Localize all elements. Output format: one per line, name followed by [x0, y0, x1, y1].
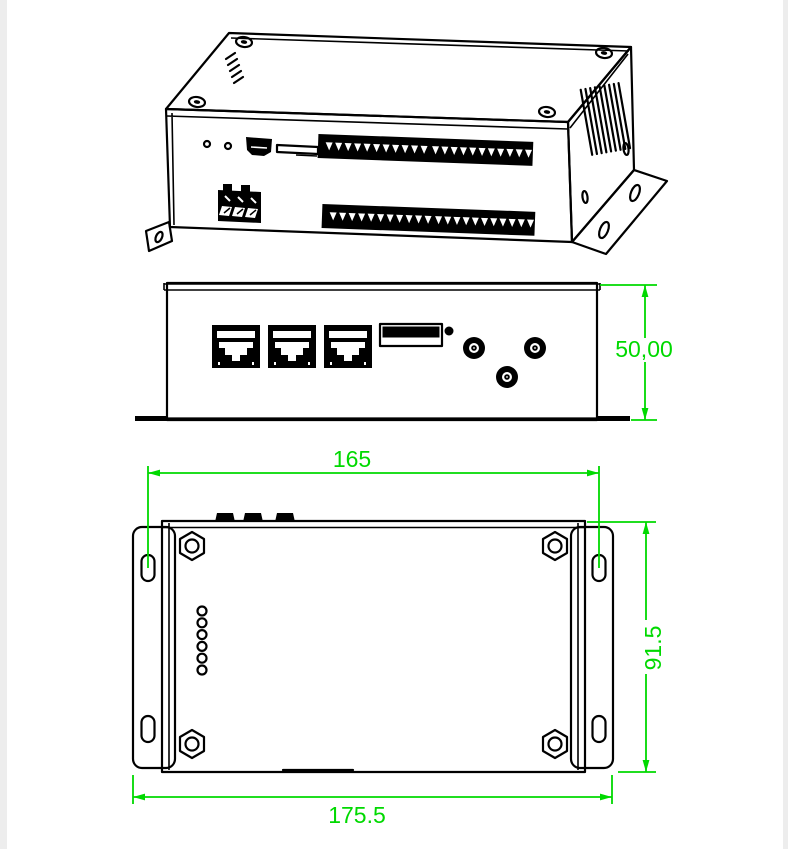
terminal-block-bottom — [321, 204, 536, 236]
lid-edge — [163, 283, 601, 291]
front-view: 50,00 — [135, 281, 673, 422]
mini-usb-port — [246, 137, 272, 156]
dimension-overall-width-label: 175.5 — [328, 802, 386, 828]
hex-screw — [541, 728, 569, 760]
rj45-port-2 — [268, 325, 316, 368]
top-vent-holes — [224, 51, 245, 85]
power-connector — [218, 184, 261, 223]
front-led-hole — [202, 139, 212, 149]
sd-eject-button — [444, 326, 454, 336]
bend-lines — [162, 523, 585, 770]
mounting-flange-right-top — [569, 525, 615, 770]
mounting-flange-right — [570, 168, 669, 256]
enclosure-top-face — [164, 31, 633, 124]
front-panel — [165, 281, 599, 422]
mounting-slot — [140, 714, 156, 744]
round-jack-2 — [524, 337, 546, 359]
corner-screw — [187, 95, 207, 109]
corner-screw — [594, 46, 614, 60]
isometric-view — [144, 31, 669, 256]
round-jack-1 — [463, 337, 485, 359]
sd-card-slot — [275, 143, 320, 157]
round-jack-3 — [496, 366, 518, 388]
connector-tabs — [215, 513, 295, 522]
front-led-hole — [223, 141, 233, 151]
mounting-flange-left — [144, 220, 174, 253]
enclosure-body-top — [160, 519, 587, 774]
foot-right — [596, 416, 630, 421]
rj45-port-3 — [324, 325, 372, 368]
dimension-hole-spacing-label: 165 — [333, 446, 371, 472]
rj45-port-1 — [212, 325, 260, 368]
dimension-front-height-label: 50,00 — [615, 336, 673, 362]
flange-slot-hole — [598, 220, 610, 240]
corner-screw — [537, 105, 557, 119]
page-edge-left — [0, 0, 7, 849]
hex-screw — [541, 530, 569, 562]
sd-card-slot-front — [378, 322, 444, 348]
side-oval-hole — [581, 189, 589, 205]
dimension-overall-width: 175.5 — [132, 775, 613, 828]
dimension-depth-label: 91.5 — [640, 626, 666, 671]
top-view: 165 175.5 91.5 — [131, 446, 666, 828]
foot-left — [135, 416, 168, 421]
flange-slot-hole — [154, 230, 164, 244]
page-edge-right — [783, 0, 788, 849]
dimension-front-height: 50,00 — [600, 284, 673, 421]
hex-screw — [178, 530, 206, 562]
dimension-hole-spacing: 165 — [147, 446, 600, 568]
hex-screw — [178, 728, 206, 760]
terminal-block-top — [317, 134, 534, 166]
mounting-flange-left-top — [131, 525, 177, 770]
corner-screw — [234, 35, 254, 49]
dimension-depth: 91.5 — [587, 521, 666, 773]
lid-seam — [166, 37, 630, 226]
mounting-slot — [591, 714, 607, 744]
ventilation-slots — [579, 82, 632, 156]
flange-slot-hole — [629, 183, 641, 203]
side-oval-hole — [622, 141, 630, 157]
led-holes — [196, 605, 208, 676]
